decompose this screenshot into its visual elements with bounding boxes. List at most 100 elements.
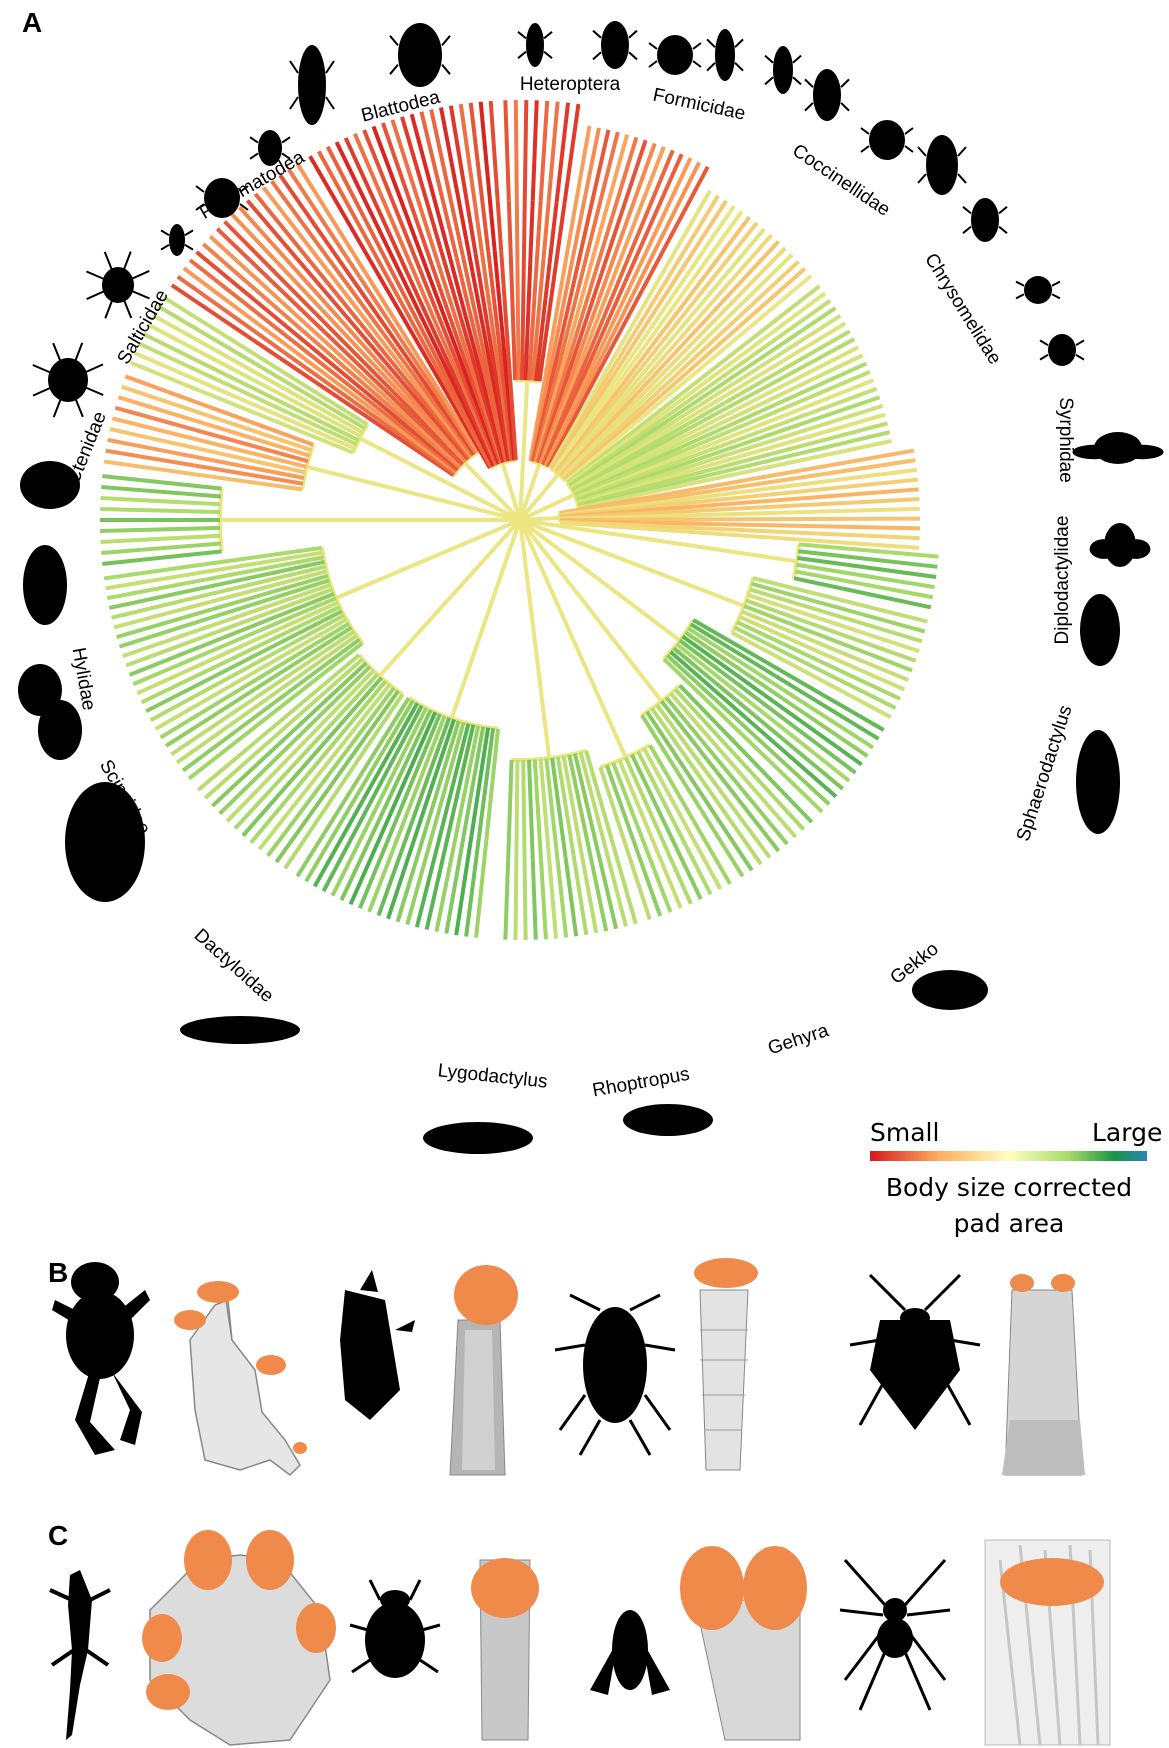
tree-tip <box>770 519 920 520</box>
color-legend: Small Large Body size corrected pad area <box>870 1118 1162 1238</box>
organism-silhouette-spider <box>86 252 149 319</box>
tree-tip <box>557 858 566 938</box>
panel-a-letter: A <box>22 7 42 38</box>
panel-a-silhouettes <box>18 21 1164 1154</box>
tree-branch <box>141 500 221 504</box>
tree-tip <box>533 100 537 200</box>
panel-c-letter: C <box>48 1520 68 1551</box>
organism-silhouette-beetle <box>290 45 334 125</box>
organism-silhouette-beetle <box>918 135 966 195</box>
stick-insect-silhouette <box>340 1270 415 1420</box>
tree-branch <box>140 510 220 512</box>
tree-stem-11 <box>452 520 520 719</box>
tree-tip <box>770 509 920 513</box>
organism-silhouette-beetle <box>390 23 450 87</box>
organism-silhouette-lizard <box>623 1104 713 1136</box>
tree-tip <box>541 101 547 201</box>
organism-silhouette-beetle <box>1016 276 1060 304</box>
organism-silhouette-beetle <box>963 198 1007 242</box>
organism-silhouette-lizard <box>423 1122 533 1154</box>
clade-label-syrphidae: Syrphidae <box>1055 397 1076 483</box>
tree-tip <box>101 487 141 490</box>
phylogenetic-tree <box>100 100 938 940</box>
clade-label-heteroptera: Heteroptera <box>520 74 621 95</box>
tree-branch <box>142 551 222 559</box>
organism-silhouette-lizard <box>1076 730 1120 834</box>
tree-tip <box>505 100 508 200</box>
tree-branch <box>141 544 221 550</box>
organism-silhouette-frog <box>23 545 67 625</box>
tree-tip <box>235 762 296 828</box>
clade-label-diplodactylidae: Diplodactylidae <box>1052 516 1073 645</box>
tree-branch <box>141 536 221 540</box>
tree-tip <box>100 509 140 510</box>
tree-tip <box>101 498 141 500</box>
tree-tip <box>110 429 198 448</box>
organism-silhouette-lizard <box>1080 594 1120 666</box>
legend-title-line2: pad area <box>954 1209 1065 1238</box>
stick-insect-pad-illustration <box>450 1265 518 1475</box>
legend-max-label: Large <box>1092 1118 1162 1147</box>
tree-branch <box>798 551 848 557</box>
clade-label-blattodea: Blattodea <box>359 87 442 127</box>
legend-min-label: Small <box>870 1118 939 1147</box>
tree-branch <box>517 200 519 380</box>
organism-silhouette-frog <box>18 664 62 716</box>
organism-silhouette-beetle <box>861 120 913 160</box>
legend-color-bar <box>870 1151 1147 1161</box>
tree-tip <box>102 560 142 564</box>
organism-silhouette-beetle <box>805 69 849 121</box>
tree-tip <box>525 860 526 940</box>
tree-tip <box>505 860 508 940</box>
tree-tip <box>100 530 140 531</box>
panel-b <box>52 1258 1085 1475</box>
organism-silhouette-beetle <box>161 224 193 256</box>
leaf-beetle-silhouette <box>350 1580 440 1678</box>
clade-label-formicidae: Formicidae <box>651 85 747 125</box>
tree-tip <box>220 751 284 814</box>
organism-silhouette-lizard <box>65 782 145 902</box>
organism-silhouette-fly <box>1090 523 1151 567</box>
tree-branch <box>141 490 221 496</box>
tree-tip <box>770 525 920 528</box>
clade-label-gehyra: Gehyra <box>765 1020 831 1059</box>
tree-branch <box>799 544 849 548</box>
spider-silhouette <box>840 1560 950 1710</box>
tree-branch <box>797 558 847 565</box>
organism-silhouette-fly <box>1072 432 1163 464</box>
organism-silhouette-beetle <box>518 23 552 67</box>
organism-silhouette-bug <box>649 35 701 75</box>
tree-branch <box>638 752 674 823</box>
fly-silhouette <box>590 1610 670 1695</box>
organism-silhouette-spider <box>33 343 103 417</box>
cockroach-pad-illustration <box>694 1258 758 1470</box>
stink-bug-pad-illustration <box>1002 1274 1085 1475</box>
tree-tip <box>584 132 618 268</box>
organism-silhouette-ant <box>707 29 743 81</box>
tree-tip <box>421 112 456 258</box>
tree-tip <box>227 757 290 822</box>
tree-tip <box>849 549 939 557</box>
organism-silhouette-lizard <box>180 1016 300 1044</box>
frog-toe-pad-illustration <box>174 1281 307 1475</box>
gecko-silhouette <box>50 1570 110 1740</box>
cockroach-silhouette <box>555 1295 675 1455</box>
tree-stem-13 <box>336 520 520 598</box>
tree-tip <box>598 851 616 929</box>
organism-silhouette-bug <box>593 21 637 69</box>
tree-stem-15 <box>307 467 520 520</box>
tree-tip <box>549 859 556 939</box>
treefrog-silhouette <box>52 1262 150 1455</box>
tree-tip <box>815 668 895 708</box>
clade-label-rhoptropus: Rhoptropus <box>591 1064 691 1102</box>
stink-bug-silhouette <box>850 1275 980 1430</box>
tree-tip <box>746 718 836 797</box>
panel-b-letter: B <box>48 1257 68 1288</box>
organism-silhouette-beetle <box>1040 334 1084 366</box>
tree-tip <box>268 784 322 856</box>
tree-tip <box>515 860 516 940</box>
fly-pad-illustration <box>680 1546 807 1740</box>
clade-label-hylidae: Hylidae <box>68 646 100 712</box>
legend-title-line1: Body size corrected <box>886 1173 1132 1202</box>
organism-silhouette-frog <box>20 461 80 509</box>
